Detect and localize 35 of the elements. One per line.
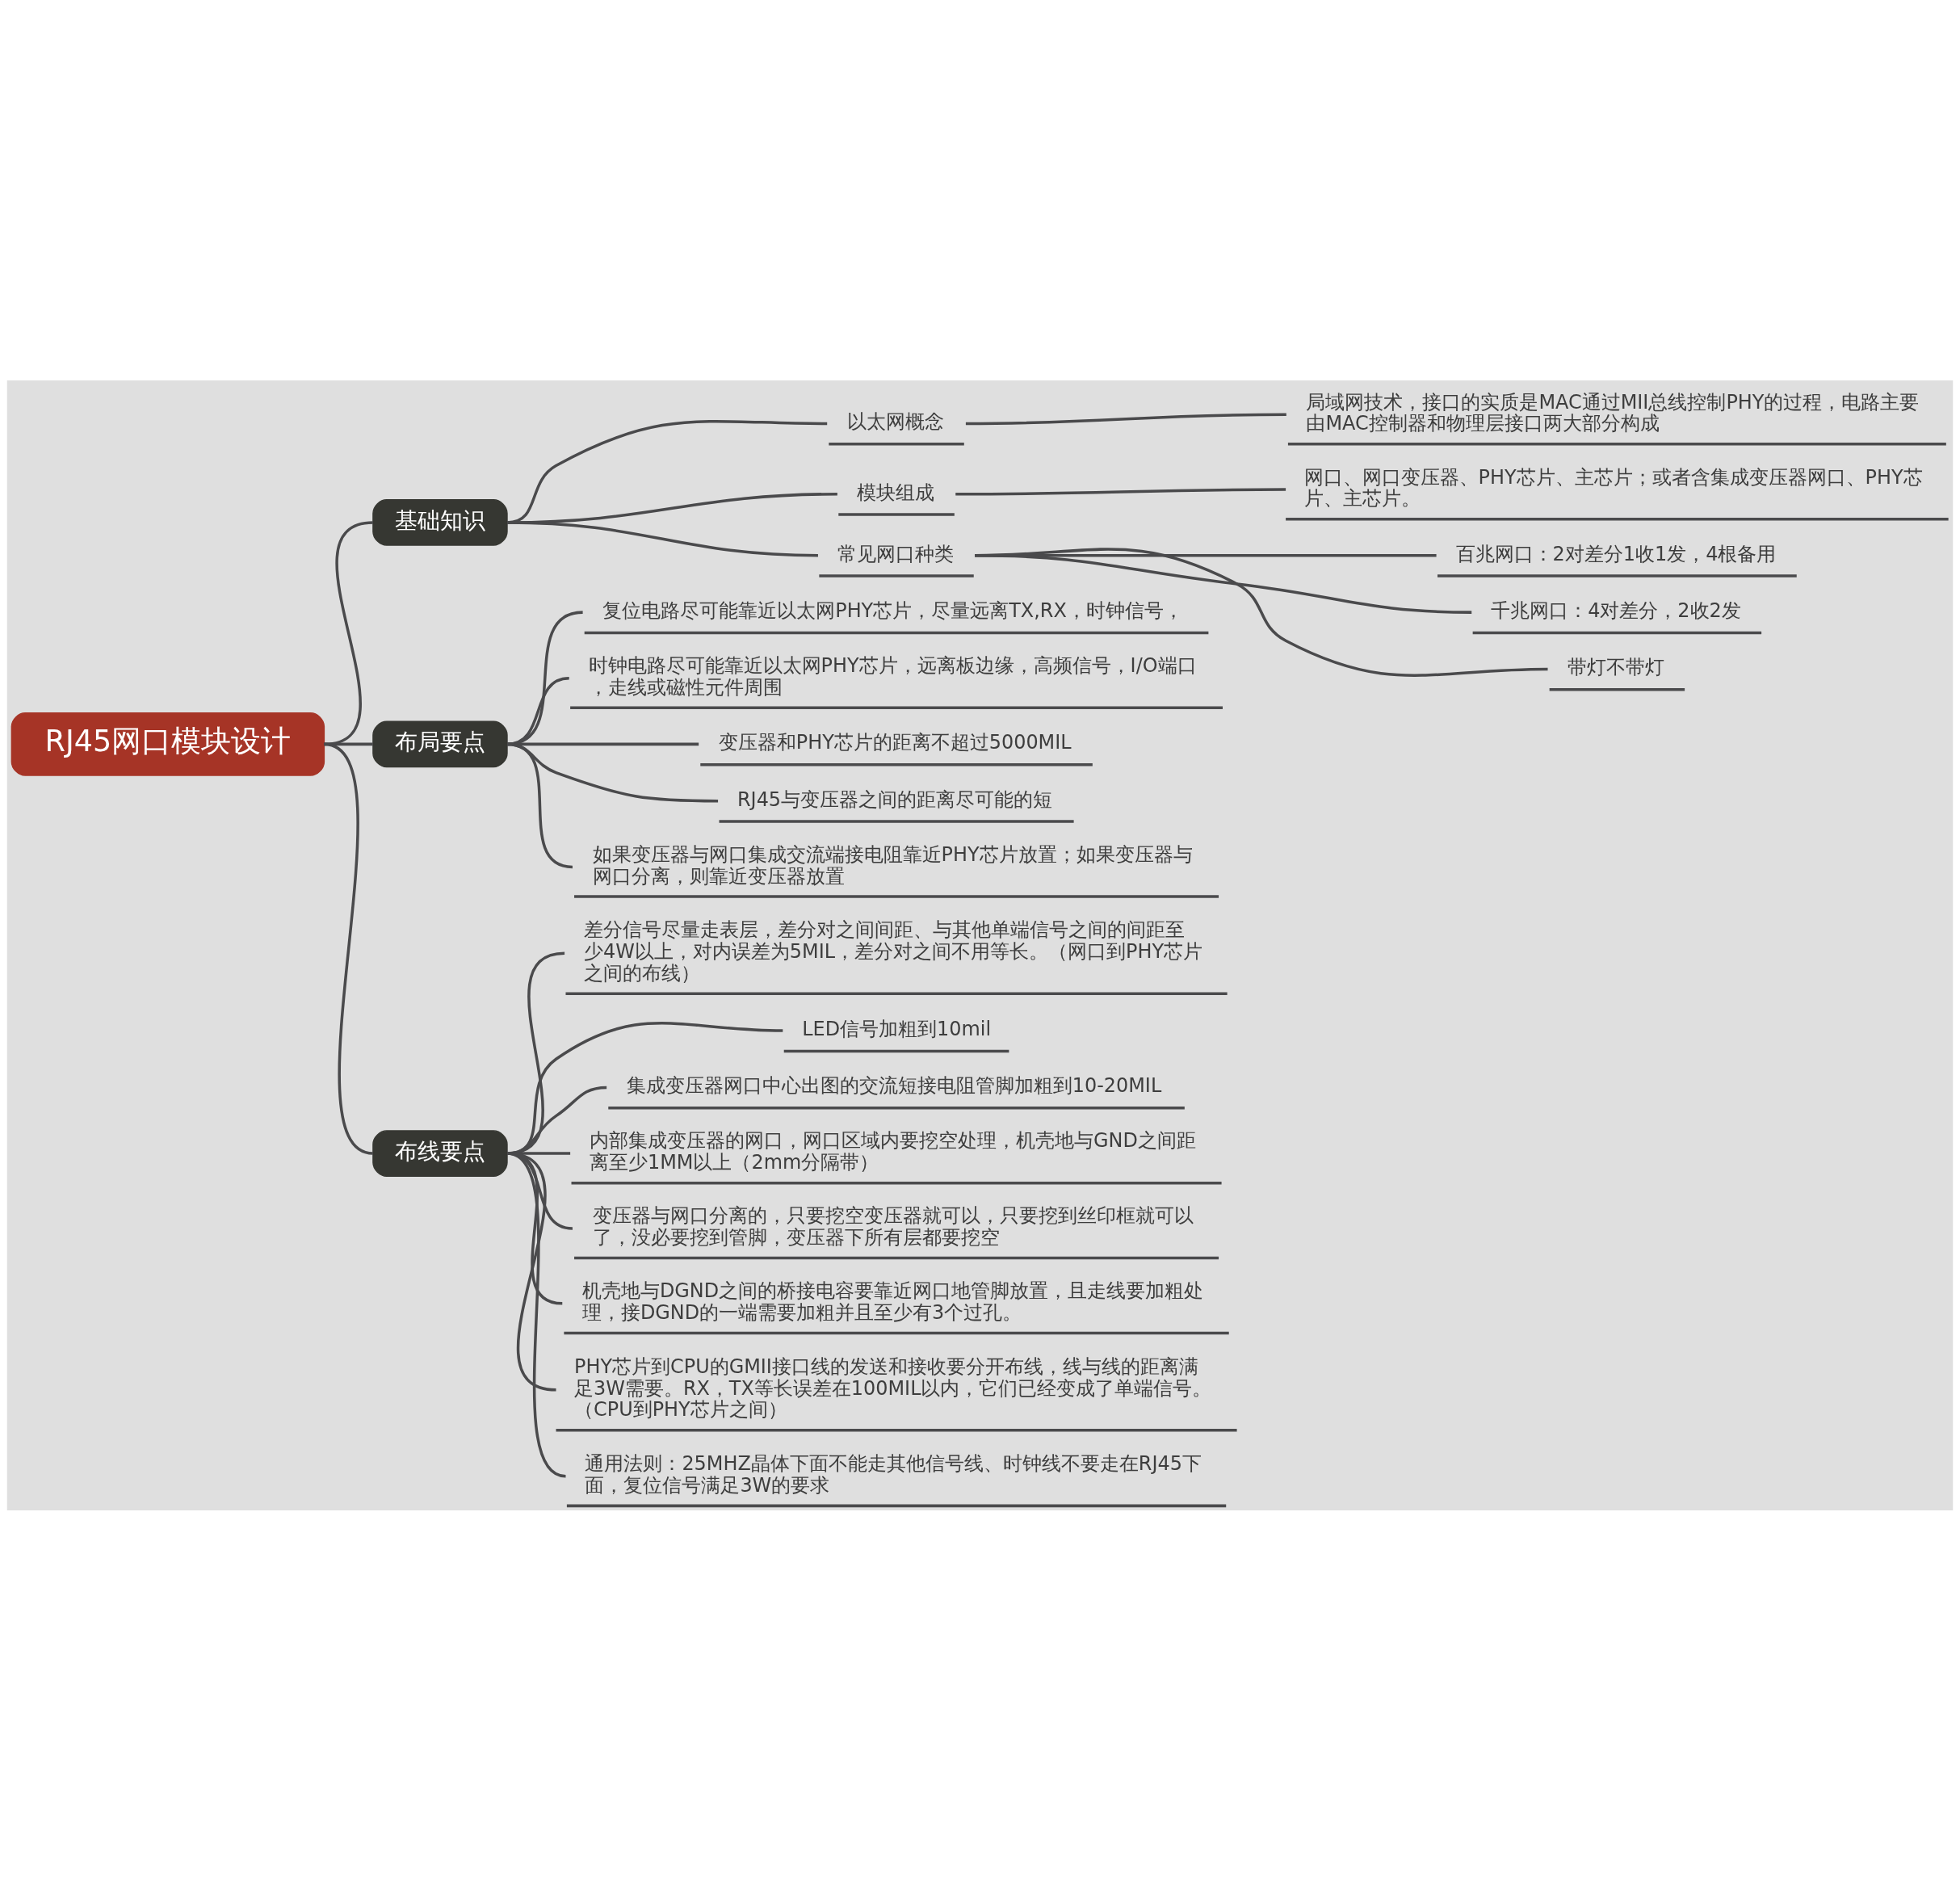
connector: [506, 610, 583, 746]
node-text: 局域网技术，接口的实质是MAC通过MII总线控制PHY的过程，电路主要由MAC控制器和物理层接口两大部分构成: [1306, 390, 1920, 435]
node-text: 网口、网口变压器、PHY芯片、主芯片；或者含集成变压器网口、PHY芯片、主芯片。: [1303, 465, 1923, 510]
node-text: 带灯不带灯: [1568, 655, 1665, 678]
connector: [975, 547, 1548, 677]
node-text: 集成变压器网口中心出图的交流短接电阻管脚加粗到10-20MIL: [626, 1073, 1162, 1097]
node-box: RJ45网口模块设计: [10, 712, 325, 776]
connector: [506, 520, 818, 556]
connector: [324, 520, 374, 746]
connector: [965, 412, 1286, 425]
connector: [955, 487, 1286, 495]
node-box: 布局要点: [372, 720, 508, 767]
node-text: 百兆网口：2对差分1收1发，4根备用: [1455, 542, 1777, 565]
node-text: PHY芯片到CPU的GMII接口线的发送和接收要分开布线，线与线的距离满足3W需要。RX，TX等长误差在100MIL以内，它们已经变成了单端信号。（CPU到PHY芯片之间）: [574, 1354, 1212, 1421]
node-text: 千兆网口：4对差分，2收2发: [1491, 598, 1741, 622]
node-text: 机壳地与DGND之间的桥接电容要靠近网口地管脚放置，且走线要加粗处理，接DGND的一端需要加粗并且至少有3个过孔。: [581, 1279, 1204, 1324]
node-text: 差分信号尽量走表层，差分对之间间距、与其他单端信号之间的间距至少4W以上，对内误差为5MIL，差分对之间不用等长。（网口到PHY芯片之间的布线）: [584, 918, 1203, 985]
node-text: 变压器与网口分离的，只要挖空变压器就可以，只要挖到丝印框就可以了，没必要挖到管脚，变压器下所有层都要挖空: [592, 1203, 1194, 1249]
node-text: 时钟电路尽可能靠近以太网PHY芯片，远离板边缘，高频信号，I/O端口，走线或磁性元件周围: [588, 653, 1197, 699]
node-text: 复位电路尽可能靠近以太网PHY芯片，尽量远离TX,RX，时钟信号，: [602, 598, 1183, 622]
node-text: 内部集成变压器的网口，网口区域内要挖空处理，机壳地与GND之间距离至少1MM以上（2mm分隔带）: [590, 1128, 1196, 1174]
node-text: 变压器和PHY芯片的距离不超过5000MIL: [718, 730, 1072, 754]
node-text: 如果变压器与网口集成交流端接电阻靠近PHY芯片放置；如果变压器与网口分离，则靠近变压器放置: [592, 842, 1193, 888]
node-box: 布线要点: [372, 1129, 508, 1177]
node-text: 以太网概念: [846, 410, 944, 433]
connector: [323, 742, 374, 1155]
node-text: LED信号加粗到10mil: [802, 1017, 992, 1040]
node-text: RJ45与变压器之间的距离尽可能的短: [737, 788, 1053, 811]
connector: [975, 553, 1472, 614]
node-text: 通用法则：25MHZ晶体下面不能走其他信号线、时钟线不要走在RJ45下面，复位信号满足3W的要求: [585, 1451, 1202, 1497]
connector: [506, 676, 569, 746]
connector: [506, 742, 573, 868]
node-text: 模块组成: [856, 481, 934, 504]
node-text: 常见网口种类: [837, 542, 954, 565]
node-box: 基础知识: [372, 498, 508, 546]
